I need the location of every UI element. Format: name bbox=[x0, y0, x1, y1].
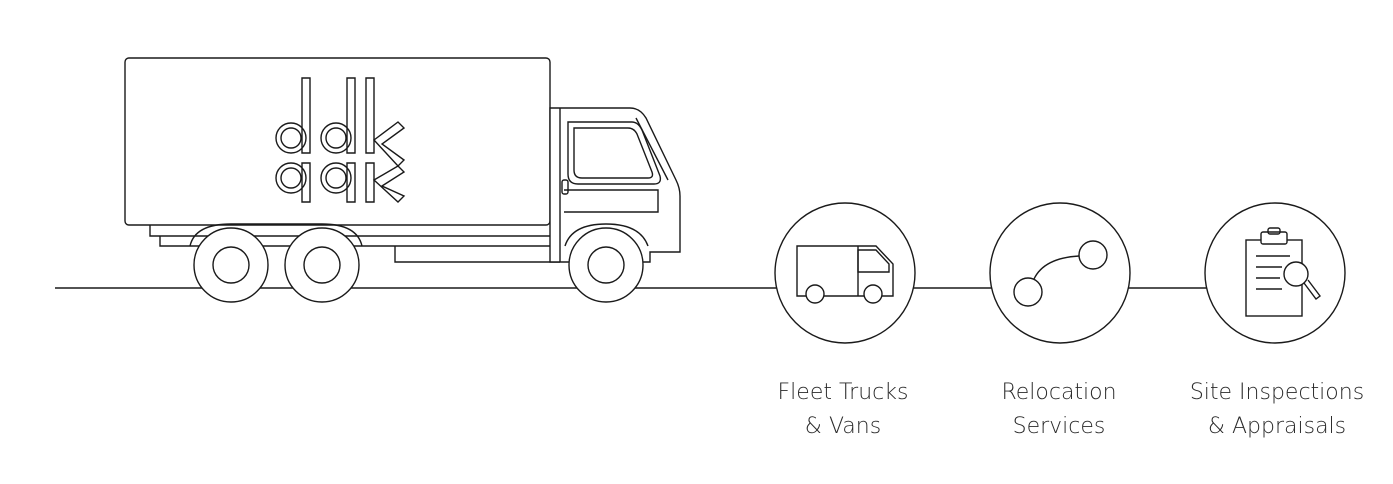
service-node-site bbox=[1204, 202, 1346, 344]
caption-fleet-trucks: Fleet Trucks & Vans bbox=[752, 376, 934, 444]
route-icon bbox=[1013, 240, 1108, 307]
caption-line: & Appraisals bbox=[1207, 414, 1347, 439]
truck-wheel bbox=[568, 227, 644, 303]
clipboard-search-icon bbox=[1245, 227, 1321, 317]
caption-relocation: Relocation Services bbox=[968, 376, 1150, 444]
truck-wheel bbox=[193, 227, 269, 303]
service-node-fleet bbox=[774, 202, 916, 344]
caption-line: Services bbox=[1012, 414, 1106, 439]
truck-wheel bbox=[284, 227, 360, 303]
caption-site-inspections: Site Inspections & Appraisals bbox=[1172, 376, 1382, 444]
caption-line: & Vans bbox=[804, 414, 882, 439]
ddk-logo bbox=[275, 77, 406, 203]
caption-line: Site Inspections bbox=[1189, 380, 1365, 405]
service-node-relocation bbox=[989, 202, 1131, 344]
caption-line: Fleet Trucks bbox=[777, 380, 909, 405]
caption-line: Relocation bbox=[1001, 380, 1117, 405]
truck-illustration bbox=[124, 57, 681, 303]
van-icon bbox=[796, 245, 894, 304]
